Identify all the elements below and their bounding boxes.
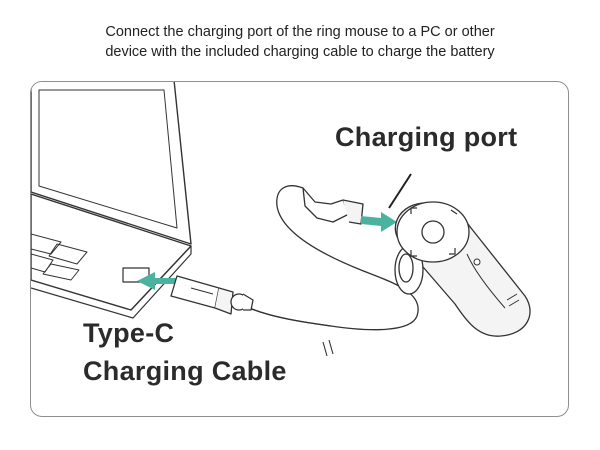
cable-label-line-1: Type-C xyxy=(83,318,175,348)
instruction-text: Connect the charging port of the ring mo… xyxy=(0,22,600,62)
instruction-line-2: device with the included charging cable … xyxy=(105,44,495,60)
instruction-line-1: Connect the charging port of the ring mo… xyxy=(105,24,495,40)
cable-label-line-2: Charging Cable xyxy=(83,356,287,386)
type-c-plug-icon xyxy=(302,187,364,225)
charging-port-label: Charging port xyxy=(335,122,518,152)
port-arrow-icon xyxy=(361,212,397,232)
illustration-frame: Charging port Type-C Charging Cable xyxy=(30,81,569,417)
charging-illustration xyxy=(31,82,531,357)
pointer-line xyxy=(388,173,412,209)
usb-plug-icon xyxy=(170,275,254,315)
charging-cable-label: Type-C Charging Cable xyxy=(83,314,287,390)
ring-mouse-icon xyxy=(394,201,531,337)
insert-arrow-icon xyxy=(137,272,187,290)
